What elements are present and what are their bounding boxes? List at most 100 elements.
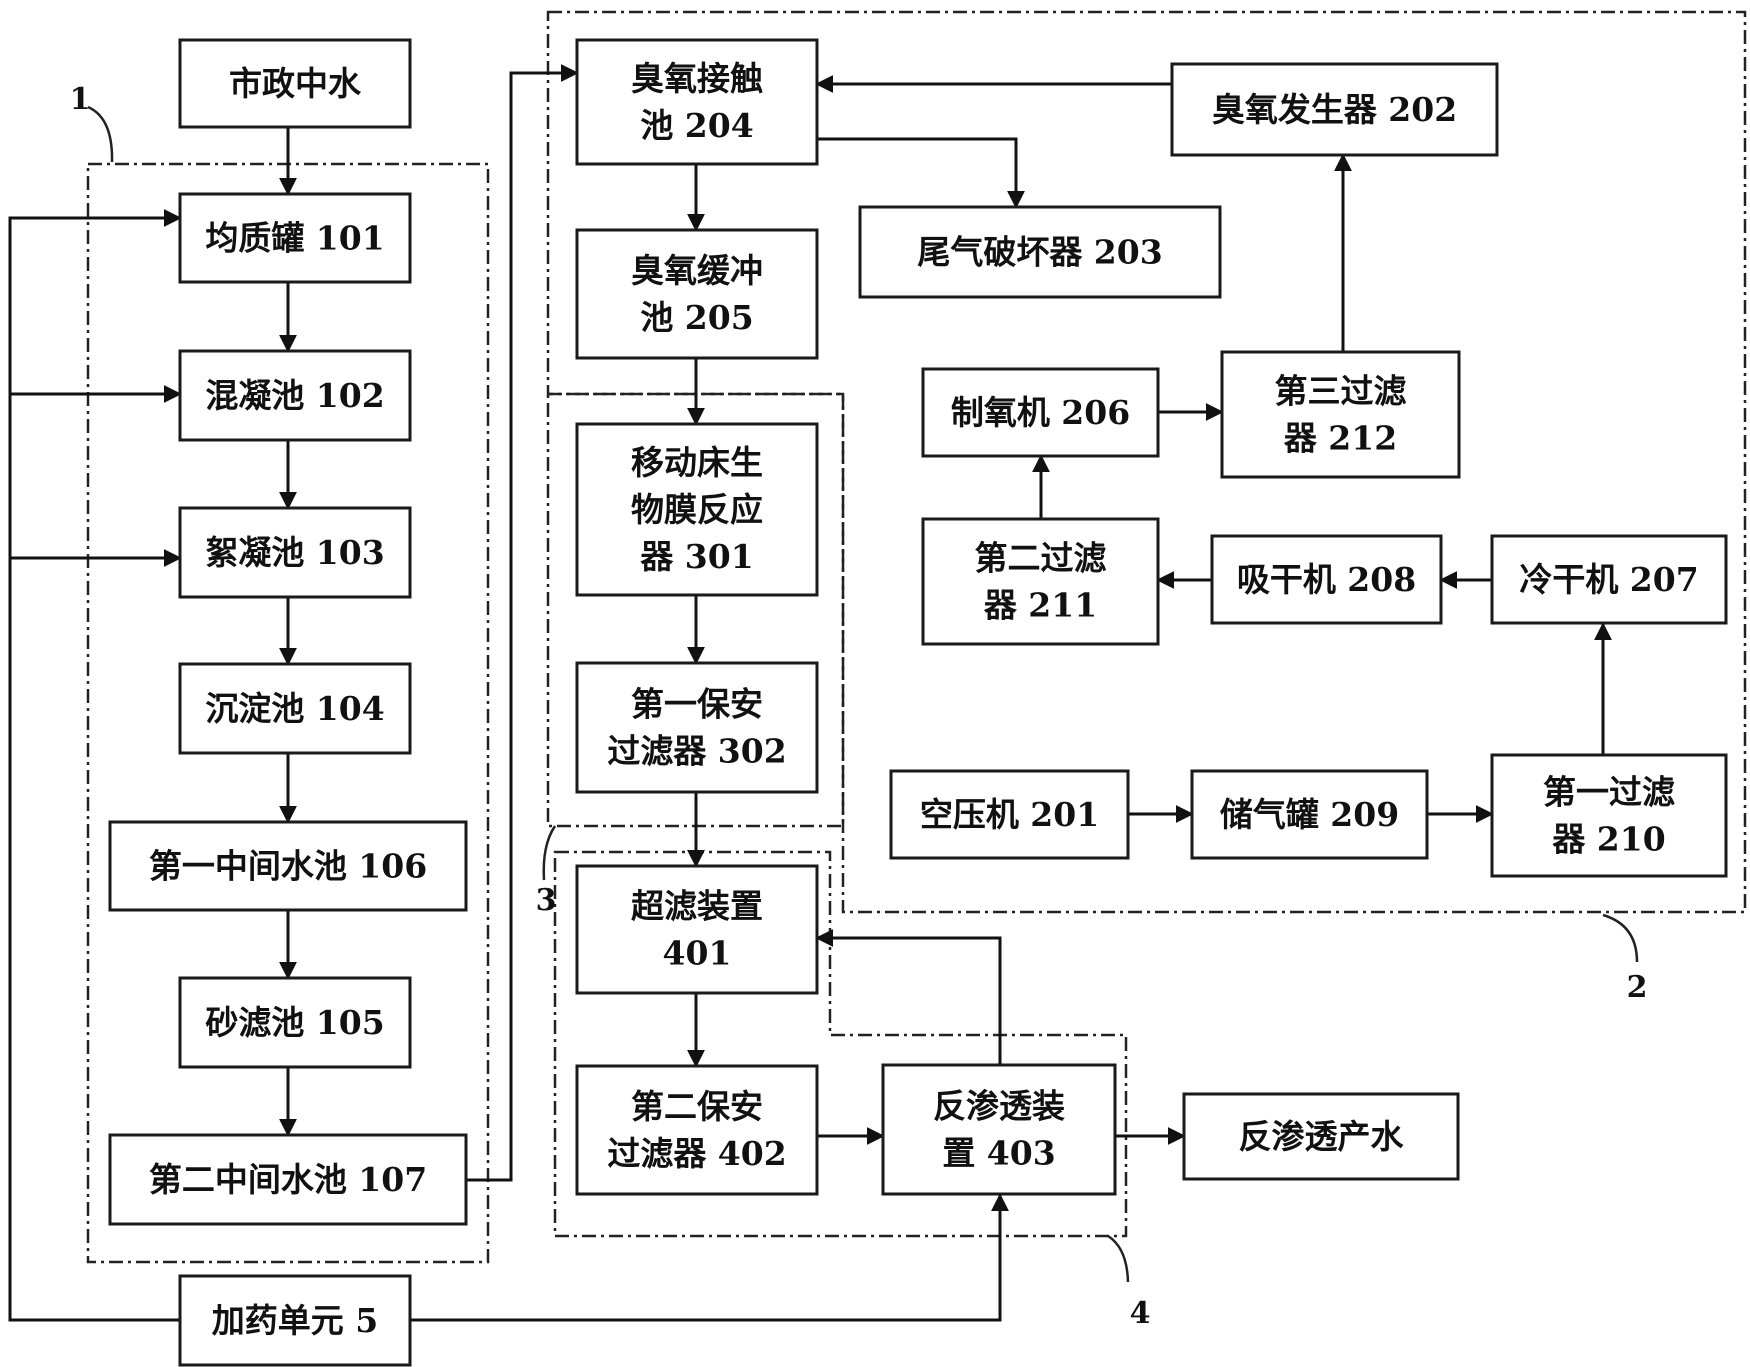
- box-label-line: 置 403: [942, 1134, 1055, 1173]
- group-3-outline: [546, 392, 845, 828]
- box-label-line: 物膜反应: [631, 490, 763, 529]
- group-label-2: 2: [1627, 970, 1648, 1005]
- box-label-line: 池 205: [640, 298, 753, 337]
- box-label-line: 臭氧接触: [631, 59, 763, 98]
- box-label-line: 第一保安: [631, 685, 763, 724]
- box-frame: [1170, 62, 1499, 157]
- box-label-line: 器 210: [1552, 820, 1665, 859]
- box-frame: [178, 38, 412, 129]
- box-frame: [575, 228, 819, 360]
- box-label-line: 器 212: [1284, 419, 1397, 458]
- box-frame: [1490, 534, 1728, 625]
- box-frame: [108, 1133, 468, 1226]
- group-outlines: [86, 10, 1747, 1264]
- arrow-204-203: [817, 137, 1025, 209]
- box-b105: 砂滤池 105: [178, 976, 412, 1069]
- box-label-line: 过滤器 402: [607, 1134, 786, 1173]
- box-label-line: 第二过滤: [975, 539, 1107, 578]
- box-label-line: 第二保安: [631, 1087, 763, 1126]
- box-frame: [1182, 1092, 1460, 1181]
- box-b104: 沉淀池 104: [178, 662, 412, 755]
- box-b-out: 反渗透产水: [1182, 1092, 1460, 1181]
- box-label-line: 砂滤池 105: [205, 1003, 384, 1042]
- box-label-line: 第二中间水池 107: [149, 1160, 427, 1199]
- box-frame: [1210, 534, 1443, 625]
- arrow-403-401: [815, 929, 1002, 1065]
- box-frame: [1490, 753, 1728, 878]
- box-label-line: 移动床生: [631, 443, 763, 482]
- group-1-leader: [87, 105, 114, 163]
- box-frame: [575, 422, 819, 597]
- group-leaders: [87, 105, 1639, 1283]
- group-4-leader: [1107, 1234, 1130, 1283]
- box-b101: 均质罐 101: [178, 192, 412, 284]
- box-frame: [178, 506, 412, 599]
- box-frame: [575, 1064, 819, 1196]
- group-label-1: 1: [70, 82, 91, 117]
- box-frame: [921, 517, 1160, 646]
- group-3-leader: [542, 825, 557, 881]
- group-label-4: 4: [1130, 1296, 1151, 1331]
- box-frame: [858, 205, 1222, 299]
- box-label-line: 市政中水: [229, 64, 362, 103]
- box-b106: 第一中间水池 106: [108, 820, 468, 912]
- group-labels: 1 2 3 4: [70, 82, 1648, 1331]
- box-label-line: 过滤器 302: [607, 732, 786, 771]
- box-b-city: 市政中水: [178, 38, 412, 129]
- box-b208: 吸干机 208: [1210, 534, 1443, 625]
- box-label-line: 臭氧缓冲: [631, 251, 763, 290]
- box-label-line: 臭氧发生器 202: [1212, 90, 1457, 129]
- box-label-line: 第一过滤: [1543, 773, 1675, 812]
- arrow-107-204: [465, 64, 579, 1182]
- box-label-line: 器 301: [640, 537, 753, 576]
- box-b103: 絮凝池 103: [178, 506, 412, 599]
- box-frame: [178, 192, 412, 284]
- box-label-line: 反渗透装: [933, 1087, 1065, 1126]
- box-b206: 制氧机 206: [921, 367, 1160, 458]
- box-frame: [575, 864, 819, 995]
- box-frame: [178, 662, 412, 755]
- box-frame: [1220, 350, 1461, 479]
- box-label-line: 第一中间水池 106: [149, 847, 427, 886]
- box-label-line: 器 211: [984, 586, 1097, 625]
- box-b209: 储气罐 209: [1190, 769, 1429, 860]
- box-label-line: 401: [663, 934, 732, 973]
- box-frame: [178, 976, 412, 1069]
- box-label-line: 沉淀池 104: [205, 689, 384, 728]
- box-frame: [921, 367, 1160, 458]
- group-label-3: 3: [536, 883, 557, 918]
- box-frame: [1190, 769, 1429, 860]
- box-b102: 混凝池 102: [178, 349, 412, 442]
- box-label-line: 超滤装置: [631, 887, 763, 926]
- box-b5: 加药单元 5: [178, 1274, 412, 1367]
- box-label-line: 絮凝池 103: [205, 533, 384, 572]
- connectors: [8, 64, 1612, 1322]
- box-frame: [178, 1274, 412, 1367]
- box-label-line: 尾气破坏器 203: [917, 233, 1162, 272]
- box-frame: [178, 349, 412, 442]
- box-frame: [889, 769, 1130, 860]
- group-1-outline: [86, 162, 490, 1264]
- group-2-leader: [1602, 913, 1639, 963]
- box-label-line: 混凝池 102: [205, 376, 384, 415]
- box-frame: [881, 1063, 1117, 1196]
- box-b201: 空压机 201: [889, 769, 1130, 860]
- box-b202: 臭氧发生器 202: [1170, 62, 1499, 157]
- group-4-outline: [553, 850, 1128, 1238]
- box-label-line: 吸干机 208: [1237, 560, 1416, 599]
- box-label-line: 冷干机 207: [1519, 560, 1698, 599]
- box-label-line: 均质罐 101: [205, 219, 384, 258]
- box-label-line: 储气罐 209: [1220, 795, 1399, 834]
- box-label-line: 池 204: [640, 106, 753, 145]
- box-frame: [575, 661, 819, 794]
- box-b203: 尾气破坏器 203: [858, 205, 1222, 299]
